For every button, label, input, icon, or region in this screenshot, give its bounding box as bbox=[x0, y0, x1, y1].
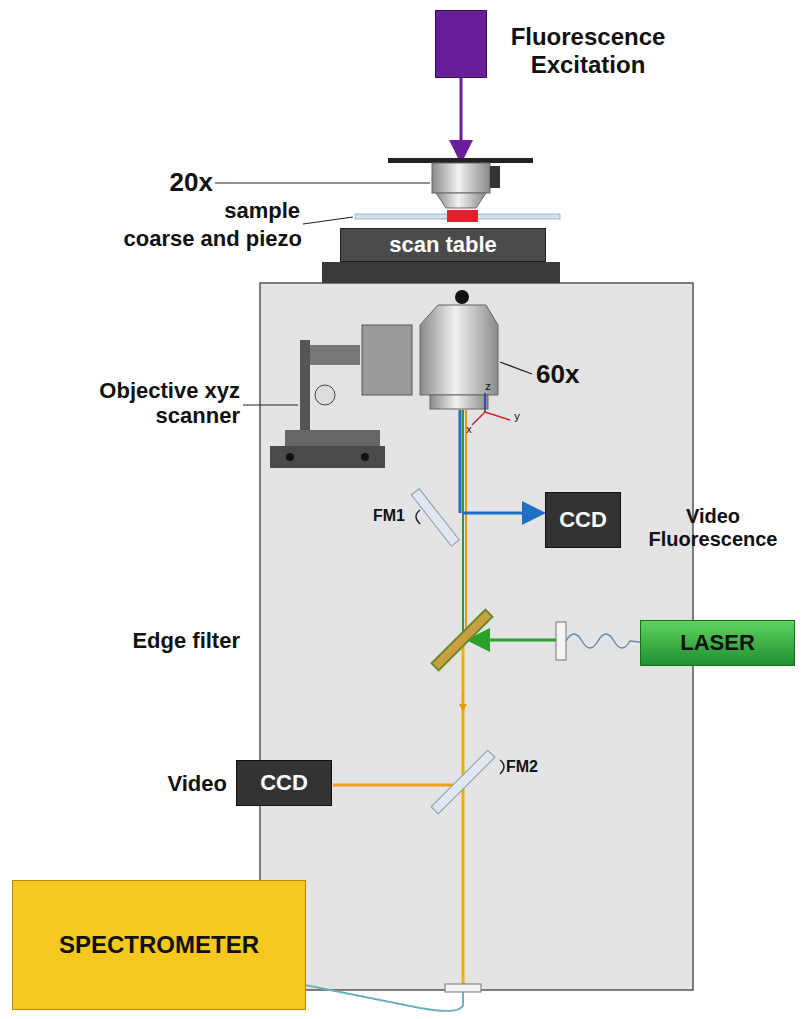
edge-filter bbox=[432, 610, 493, 671]
part-label: sample bbox=[150, 198, 300, 223]
beam-arrow bbox=[463, 690, 464, 710]
leader-line bbox=[303, 217, 353, 224]
excitation-source: Fluorescence Excitation bbox=[435, 10, 487, 78]
camera-box: CCDVideo Fluorescence bbox=[545, 492, 621, 548]
node-text: CCD bbox=[260, 770, 308, 795]
node-text: CCD bbox=[559, 507, 607, 532]
rotation-symbol bbox=[416, 510, 420, 524]
node-text: Fluorescence Excitation bbox=[498, 23, 678, 78]
camera-box: CCDVideo bbox=[236, 760, 332, 806]
node-text: SPECTROMETER bbox=[59, 931, 259, 959]
fluorescence-beam bbox=[462, 512, 540, 515]
video-beam bbox=[333, 784, 463, 787]
magnification-label: 60x bbox=[536, 360, 606, 390]
node-text: LASER bbox=[680, 630, 755, 655]
laser-beam bbox=[472, 639, 560, 642]
axis-label: z bbox=[481, 380, 495, 393]
axis-label: y bbox=[510, 410, 524, 423]
rotation-symbol bbox=[500, 760, 504, 774]
leader-line bbox=[215, 182, 430, 183]
fiber-port bbox=[445, 984, 481, 992]
stage-base bbox=[322, 262, 560, 283]
axis-label: x bbox=[462, 423, 476, 436]
flip-mirror bbox=[431, 750, 495, 814]
leader-line bbox=[243, 404, 298, 405]
fiber-port bbox=[556, 622, 566, 660]
raman-beam bbox=[465, 410, 467, 640]
part-label: Objective xyz scanner bbox=[40, 378, 240, 429]
flip-mirror bbox=[411, 489, 459, 546]
leader-line bbox=[500, 362, 532, 374]
node-text: Video bbox=[122, 771, 227, 796]
aperture bbox=[455, 290, 469, 304]
laser-beam bbox=[462, 410, 464, 640]
scan-table: scan table bbox=[340, 228, 546, 262]
magnification-label: 20x bbox=[135, 168, 213, 198]
xyz-scanner bbox=[270, 325, 412, 468]
housing bbox=[260, 283, 693, 990]
axes bbox=[472, 393, 510, 425]
mirror-label: FM1 bbox=[335, 507, 405, 525]
mirror-label: FM2 bbox=[506, 758, 566, 776]
objective-60x bbox=[420, 305, 498, 409]
node-text: Video Fluorescence bbox=[638, 505, 788, 551]
part-label: coarse and piezo bbox=[40, 226, 302, 251]
excitation-beam bbox=[460, 78, 463, 158]
sample bbox=[447, 210, 478, 222]
raman-beam bbox=[462, 640, 465, 985]
fiber bbox=[305, 985, 463, 1011]
laser-box: LASER bbox=[640, 620, 795, 666]
spectrometer-box: SPECTROMETER bbox=[12, 880, 306, 1010]
part-label: Edge filter bbox=[60, 628, 240, 653]
fluorescence-beam bbox=[459, 410, 462, 513]
node-text: scan table bbox=[389, 232, 497, 257]
fiber bbox=[566, 634, 640, 648]
